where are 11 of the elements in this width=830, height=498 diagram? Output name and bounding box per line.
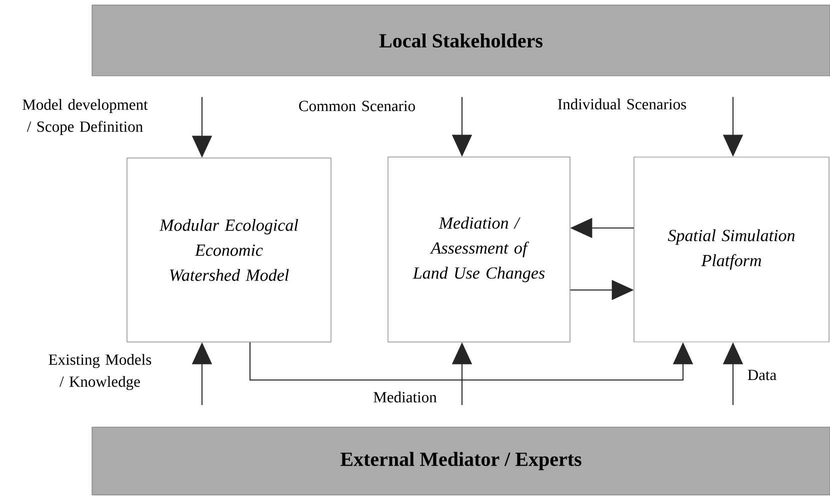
- edge-label: Mediation: [374, 392, 437, 402]
- band: Local Stakeholders: [92, 4, 830, 76]
- process-box: Modular Ecological Economic Watershed Model: [126, 158, 332, 342]
- band: External Mediator / Experts: [92, 426, 830, 496]
- edge-label: Common Scenario: [299, 100, 415, 112]
- edge-label: Model development / Scope Definition: [22, 98, 148, 136]
- edge-label: Existing Models / Knowledge: [48, 354, 152, 390]
- edge-label: Data: [748, 370, 776, 380]
- edge-label: Individual Scenarios: [558, 98, 686, 110]
- process-box: Spatial Simulation Platform: [634, 156, 830, 342]
- process-box: Mediation / Assessment of Land Use Changes: [388, 156, 570, 342]
